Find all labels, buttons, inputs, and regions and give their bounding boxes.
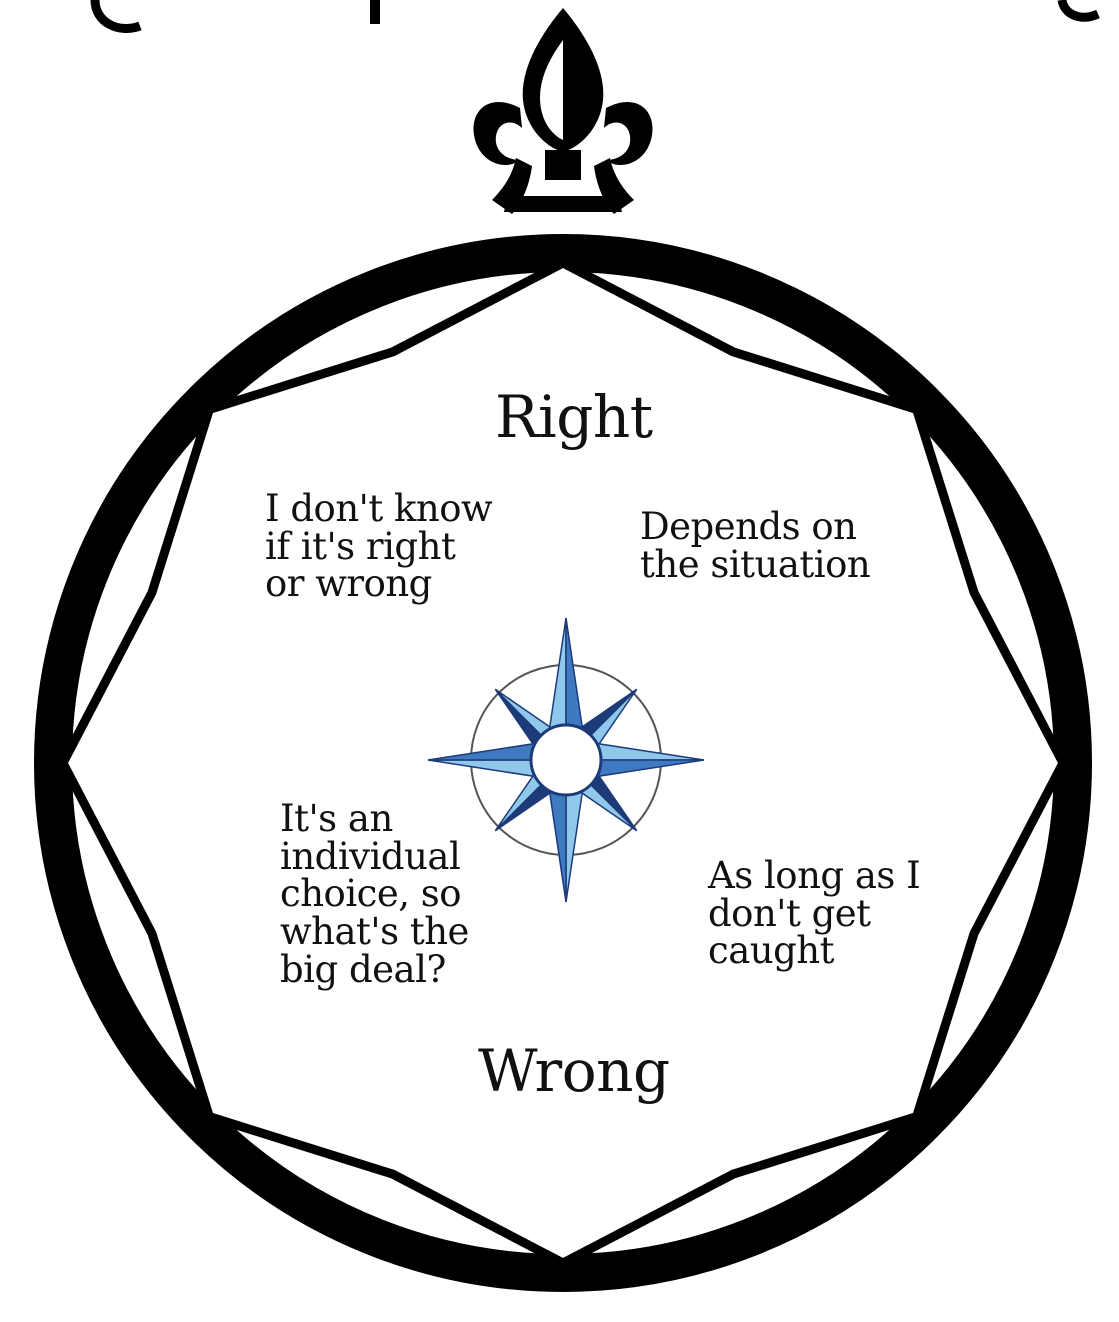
label-right: Right — [495, 388, 653, 447]
cropped-title-fragment-left — [95, 0, 140, 28]
label-unsure: I don't know if it's right or wrong — [265, 490, 492, 603]
label-situational: Depends on the situation — [640, 508, 870, 583]
label-wrong: Wrong — [478, 1042, 670, 1101]
fleur-de-lis-icon — [473, 8, 652, 214]
label-not-caught: As long as I don't get caught — [708, 857, 920, 970]
label-individual-choice: It's an individual choice, so what's the… — [280, 800, 469, 989]
cropped-title-fragment-right — [1062, 0, 1098, 17]
cropped-title-fragment-mid — [370, 0, 380, 24]
